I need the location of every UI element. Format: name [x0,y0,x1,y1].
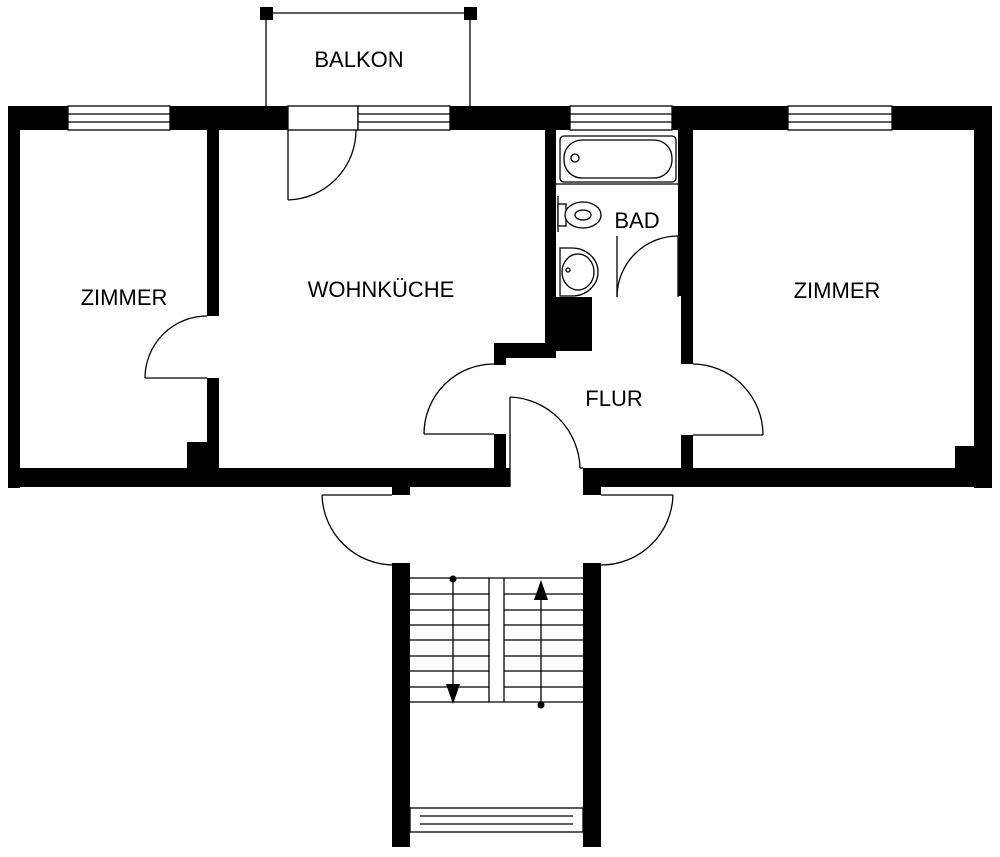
wall-left [8,106,20,488]
window-stairwell [409,807,584,833]
sink-icon [559,247,599,297]
window-zimmer-right [787,105,893,131]
stair-down-arrow-icon [446,575,460,704]
door-zimmer-left [144,315,208,379]
label-zimmer-right: ZIMMER [794,278,881,303]
wall-right [974,106,992,488]
stair-treads-left [410,593,489,688]
windows [67,105,893,833]
stair-up-arrow-icon [534,580,548,709]
window-balcony-door [287,105,359,131]
wall-bottom-left [8,468,510,487]
label-flur: FLUR [585,386,642,411]
door-stairwell-left [321,494,395,566]
wall-bottom-right [583,468,992,487]
balcony [260,7,477,106]
wall-zimmer-kueche-a [207,130,219,316]
wall-flur-zimmer-a [681,130,693,364]
toilet-icon [557,196,602,232]
label-bad: BAD [614,208,659,233]
wall-kueche-bad [545,130,556,355]
wall-top-4 [672,106,788,130]
window-bad [569,105,673,131]
window-wohnkueche [357,105,451,131]
wall-stair-left [392,563,410,847]
door-wohnkueche [423,363,495,435]
doors [144,129,764,566]
label-wohnkueche: WOHNKÜCHE [308,277,455,302]
wall-flur-zimmer-b [681,435,693,470]
staircase [410,575,583,709]
door-bad [616,235,679,298]
bathroom-fixtures [556,135,680,297]
wall-stair-right [583,563,601,847]
window-zimmer-left [67,105,171,131]
label-zimmer-left: ZIMMER [81,285,168,310]
room-labels: BALKON ZIMMER WOHNKÜCHE BAD ZIMMER FLUR [81,47,881,411]
door-zimmer-right [692,363,764,436]
bathtub-icon [559,135,677,183]
door-stairwell-right [600,494,674,566]
label-balkon: BALKON [314,47,403,72]
wall-top-2 [170,106,288,130]
wall-top-3 [450,106,570,130]
walls [8,106,992,847]
stair-treads-right [504,593,583,688]
door-balcony [287,129,357,201]
door-entrance [509,396,583,487]
